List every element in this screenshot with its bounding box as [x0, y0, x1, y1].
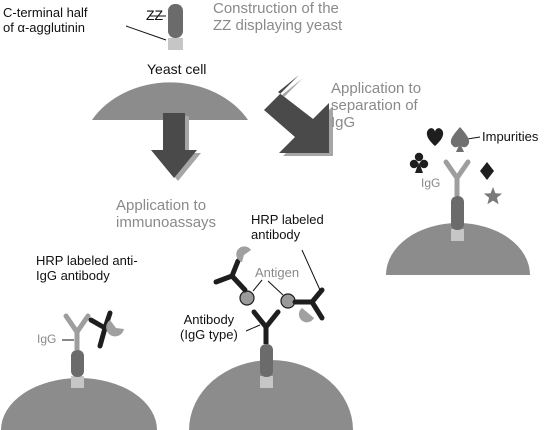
middle-detection-antibody-right — [292, 287, 325, 321]
hrp-anti-igg-label-line2: IgG antibody — [36, 267, 110, 283]
heart-icon — [426, 128, 444, 146]
hrp-antibody-label-line2: antibody — [251, 226, 301, 242]
top-agglutinin-collar — [168, 38, 183, 50]
middle-capture-antibody — [251, 309, 281, 344]
hrp-antibody-label: HRP labeled antibody — [251, 212, 324, 242]
zz-label: ZZ — [146, 7, 164, 24]
left-zz — [71, 350, 84, 377]
hrp-antibody-label-line1: HRP labeled — [251, 212, 324, 227]
antibody-label-line1: Antibody — [183, 312, 235, 327]
construction-label-line2: ZZ displaying yeast — [213, 16, 343, 34]
diamond-icon — [480, 162, 494, 180]
left-collar — [71, 376, 84, 388]
igg-left-label: IgG — [37, 332, 57, 346]
antibody-label-line2: (IgG type) — [180, 326, 238, 342]
separation-igg — [443, 159, 471, 196]
separation-label: Application to separation of IgG — [331, 80, 422, 131]
construction-label: Construction of the ZZ displaying yeast — [213, 0, 343, 35]
separation-zz — [451, 196, 464, 230]
left-hrp-label — [106, 320, 124, 337]
hrp-anti-igg-label: HRP labeled anti- IgG antibody — [36, 253, 138, 283]
separation-collar — [451, 229, 464, 241]
hrp-antibody-pointer-line — [301, 249, 321, 291]
sandwich-assay-panel — [189, 246, 353, 430]
arrow-to-immunoassays — [151, 113, 201, 181]
separation-label-line1: Application to — [331, 80, 422, 97]
separation-panel — [386, 127, 530, 275]
antigen-label-text: Antigen — [255, 265, 300, 280]
middle-hrp-label-left — [236, 246, 251, 262]
arrow-to-separation-face — [264, 75, 329, 153]
igg-left-label-text: IgG — [37, 332, 57, 346]
antigen-pointer-left — [252, 279, 263, 292]
middle-yeast-cell — [189, 360, 353, 430]
middle-detection-antibody-left — [213, 258, 248, 293]
spade-icon — [450, 127, 470, 152]
hrp-anti-igg-label-line1: HRP labeled anti- — [36, 253, 138, 268]
arrow-to-immunoassays-face — [151, 113, 197, 178]
star-icon — [483, 187, 503, 205]
impurities-label-text: Impurities — [482, 129, 539, 144]
antigen-pointer-right — [267, 280, 284, 296]
top-zz-domain — [168, 4, 183, 38]
antibody-label: Antibody (IgG type) — [180, 312, 238, 342]
yeast-cell-label-text: Yeast cell — [147, 61, 207, 77]
zz-label-text: ZZ — [146, 7, 164, 23]
club-icon — [409, 152, 429, 173]
top-yeast-cell — [92, 82, 248, 120]
anti-igg-assay-panel — [1, 310, 157, 430]
separation-label-line3: IgG — [331, 113, 356, 131]
immunoassays-label-line2: immunoassays — [116, 213, 217, 231]
antibody-pointer-line — [245, 324, 261, 332]
igg-right-label-text: IgG — [421, 176, 441, 190]
immunoassays-label-line1: Application to — [116, 197, 207, 214]
antigen-left — [239, 290, 255, 306]
c-terminal-label-line2: of α-agglutinin — [3, 19, 85, 35]
middle-zz — [260, 344, 273, 377]
c-terminal-label: C-terminal half of α-agglutinin — [3, 5, 88, 35]
c-terminal-label-line1: C-terminal half — [3, 5, 88, 20]
arrow-to-separation — [264, 75, 333, 156]
left-yeast-cell — [1, 378, 157, 430]
antigen-label: Antigen — [255, 265, 300, 281]
left-igg — [63, 313, 91, 350]
yeast-cell-label: Yeast cell — [147, 61, 207, 78]
construction-label-line1: Construction of the — [213, 0, 339, 17]
middle-hrp-label-right — [298, 308, 314, 323]
top-yeast-cell-group — [92, 4, 248, 120]
c-terminal-pointer-line — [125, 25, 167, 41]
separation-yeast-cell — [386, 223, 530, 275]
middle-collar — [260, 376, 273, 388]
impurities-label: Impurities — [482, 129, 539, 145]
left-anti-igg-antibody — [88, 310, 113, 349]
separation-label-line2: separation of — [331, 96, 418, 114]
immunoassays-label: Application to immunoassays — [116, 197, 217, 232]
igg-right-label: IgG — [421, 176, 441, 190]
